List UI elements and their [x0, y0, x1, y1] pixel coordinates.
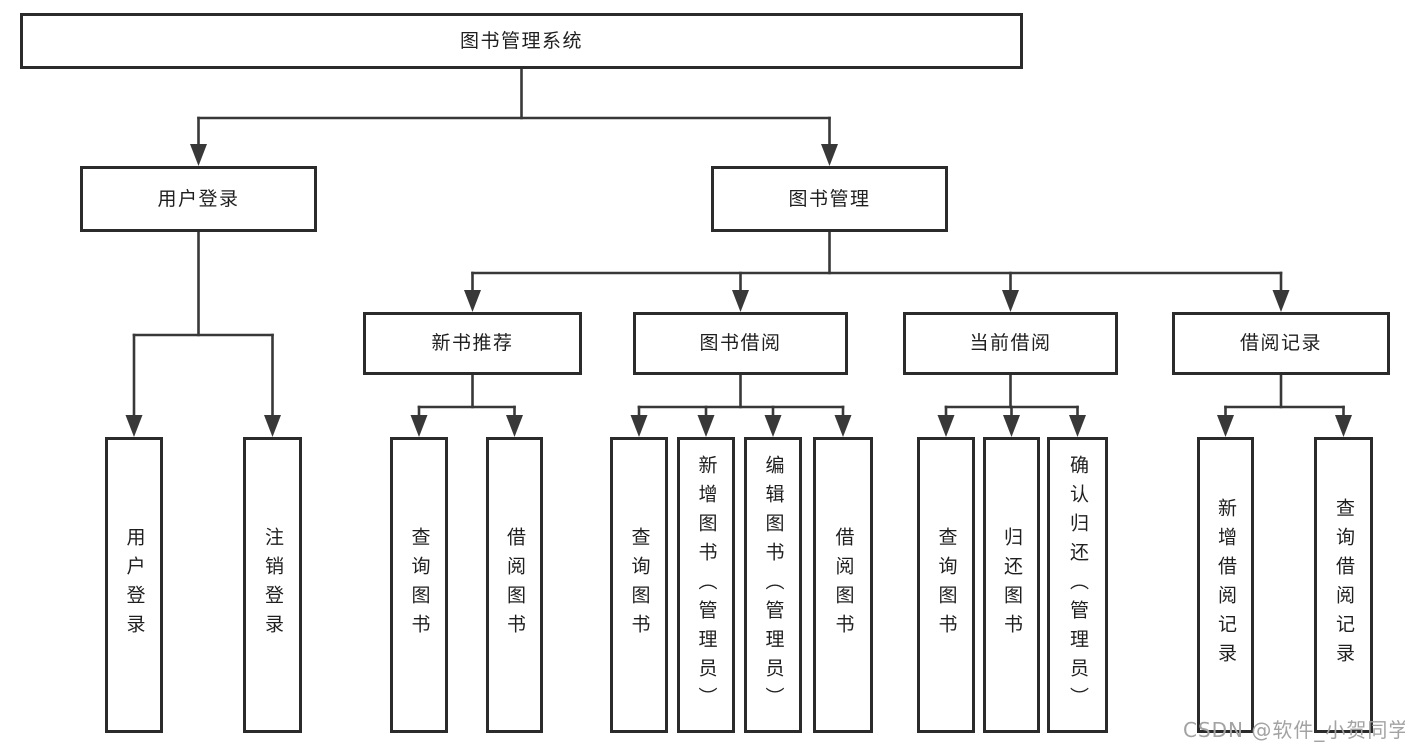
- node-label-leaf-bb-add-books: 新增图书（管理员）: [695, 454, 718, 716]
- node-label-leaf-nb-query-books: 查询图书: [408, 527, 431, 643]
- node-leaf-bb-add-books: 新增图书（管理员）: [677, 437, 735, 733]
- node-leaf-br-add-record: 新增借阅记录: [1197, 437, 1254, 733]
- watermark: CSDN @软件_小贺同学: [1183, 718, 1405, 742]
- node-borrow-records: 借阅记录: [1172, 312, 1390, 375]
- node-label-leaf-cb-query-books: 查询图书: [935, 527, 958, 643]
- node-book-borrow: 图书借阅: [633, 312, 848, 375]
- node-leaf-cb-confirm-return: 确认归还（管理员）: [1047, 437, 1108, 733]
- node-label-leaf-user-login: 用户登录: [123, 527, 146, 643]
- node-label-leaf-nb-borrow-books: 借阅图书: [504, 527, 526, 643]
- node-label-book-mgmt-branch: 图书管理: [788, 187, 871, 210]
- node-leaf-br-query-record: 查询借阅记录: [1314, 437, 1373, 733]
- node-leaf-bb-borrow-books: 借阅图书: [813, 437, 873, 733]
- node-leaf-bb-edit-books: 编辑图书（管理员）: [744, 437, 802, 733]
- node-label-leaf-bb-query-books: 查询图书: [628, 527, 651, 643]
- node-new-books: 新书推荐: [363, 312, 582, 375]
- node-leaf-cb-query-books: 查询图书: [917, 437, 975, 733]
- node-leaf-nb-borrow-books: 借阅图书: [486, 437, 543, 733]
- node-system-root: 图书管理系统: [20, 13, 1023, 69]
- node-label-system-root: 图书管理系统: [459, 29, 583, 52]
- node-label-leaf-cb-return-books: 归还图书: [1001, 527, 1023, 643]
- node-leaf-cb-return-books: 归还图书: [983, 437, 1040, 733]
- node-label-leaf-bb-borrow-books: 借阅图书: [832, 527, 855, 643]
- node-book-mgmt-branch: 图书管理: [711, 166, 948, 232]
- node-user-login-branch: 用户登录: [80, 166, 317, 232]
- node-leaf-logout: 注销登录: [243, 437, 302, 733]
- node-label-book-borrow: 图书借阅: [699, 332, 782, 354]
- node-current-borrow: 当前借阅: [903, 312, 1118, 375]
- node-leaf-user-login: 用户登录: [105, 437, 163, 733]
- node-label-current-borrow: 当前借阅: [969, 332, 1052, 354]
- node-label-leaf-bb-edit-books: 编辑图书（管理员）: [762, 454, 785, 716]
- node-label-leaf-cb-confirm-return: 确认归还（管理员）: [1067, 454, 1089, 716]
- node-leaf-bb-query-books: 查询图书: [610, 437, 668, 733]
- node-label-new-books: 新书推荐: [431, 332, 514, 354]
- node-label-user-login-branch: 用户登录: [157, 187, 240, 210]
- node-label-borrow-records: 借阅记录: [1239, 332, 1322, 354]
- node-label-leaf-logout: 注销登录: [262, 527, 284, 643]
- node-leaf-nb-query-books: 查询图书: [390, 437, 448, 733]
- node-label-leaf-br-query-record: 查询借阅记录: [1333, 498, 1355, 672]
- node-label-leaf-br-add-record: 新增借阅记录: [1215, 498, 1237, 672]
